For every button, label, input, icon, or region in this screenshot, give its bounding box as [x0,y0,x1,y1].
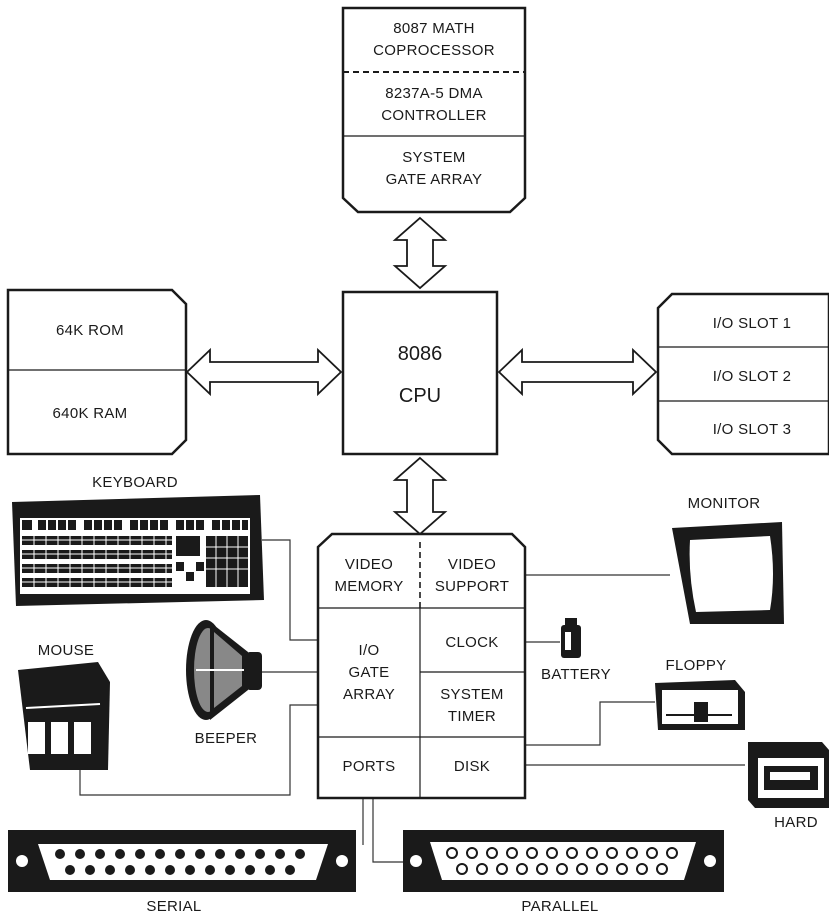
clock-label: CLOCK [445,634,498,651]
io-slot-2: I/O SLOT 2 [713,368,792,385]
arrow-cpu-chips [395,218,445,288]
hard-label: HARD [774,814,818,831]
mouse-label: MOUSE [38,642,95,659]
dma-controller-line1: 8237A-5 DMA [385,85,483,102]
beeper-icon: BEEPER [186,620,262,747]
arrow-cpu-support [395,458,445,534]
serial-label: SERIAL [146,898,201,915]
io-gate-array-line3: ARRAY [343,686,395,703]
floppy-label: FLOPPY [666,657,727,674]
memory-block: 64K ROM 640K RAM [8,290,186,454]
cpu-model: 8086 [398,343,443,365]
hard-drive-icon: HARD [748,742,829,831]
battery-icon: BATTERY [541,618,611,683]
gate-array-line1: SYSTEM [402,149,465,166]
mouse-icon: MOUSE [18,642,110,770]
video-memory-line2: MEMORY [334,578,403,595]
math-coprocessor-line2: COPROCESSOR [373,42,495,59]
cpu-block: 8086 CPU [343,292,497,454]
math-coprocessor-line1: 8087 MATH [393,20,475,37]
io-gate-array-line2: GATE [349,664,390,681]
video-support-line2: SUPPORT [435,578,509,595]
dma-controller-line2: CONTROLLER [381,107,487,124]
rom-label: 64K ROM [56,322,124,339]
floppy-drive-icon: FLOPPY [655,657,745,730]
video-support-line1: VIDEO [448,556,496,573]
parallel-connector-icon: PARALLEL [403,830,724,915]
ports-label: PORTS [343,758,396,775]
system-timer-line1: SYSTEM [440,686,503,703]
serial-connector-icon: SERIAL [8,830,356,915]
io-slot-1: I/O SLOT 1 [713,315,792,332]
beeper-label: BEEPER [195,730,258,747]
support-chip: VIDEO MEMORY VIDEO SUPPORT I/O GATE ARRA… [318,534,525,798]
monitor-label: MONITOR [688,495,761,512]
io-slot-3: I/O SLOT 3 [713,421,792,438]
battery-label: BATTERY [541,666,611,683]
video-memory-line1: VIDEO [345,556,393,573]
parallel-label: PARALLEL [521,898,598,915]
arrow-memory-cpu [187,350,341,394]
ram-label: 640K RAM [53,405,128,422]
io-slots-block: I/O SLOT 1 I/O SLOT 2 I/O SLOT 3 [658,294,829,454]
cpu-label: CPU [399,385,441,407]
arrow-cpu-slots [499,350,656,394]
disk-label: DISK [454,758,490,775]
keyboard-label: KEYBOARD [92,474,178,491]
monitor-icon: MONITOR [672,495,784,624]
io-gate-array-line1: I/O [359,642,380,659]
top-chip-stack: 8087 MATH COPROCESSOR 8237A-5 DMA CONTRO… [343,8,525,212]
system-timer-line2: TIMER [448,708,496,725]
gate-array-line2: GATE ARRAY [386,171,483,188]
keyboard-icon: KEYBOARD [12,474,264,606]
